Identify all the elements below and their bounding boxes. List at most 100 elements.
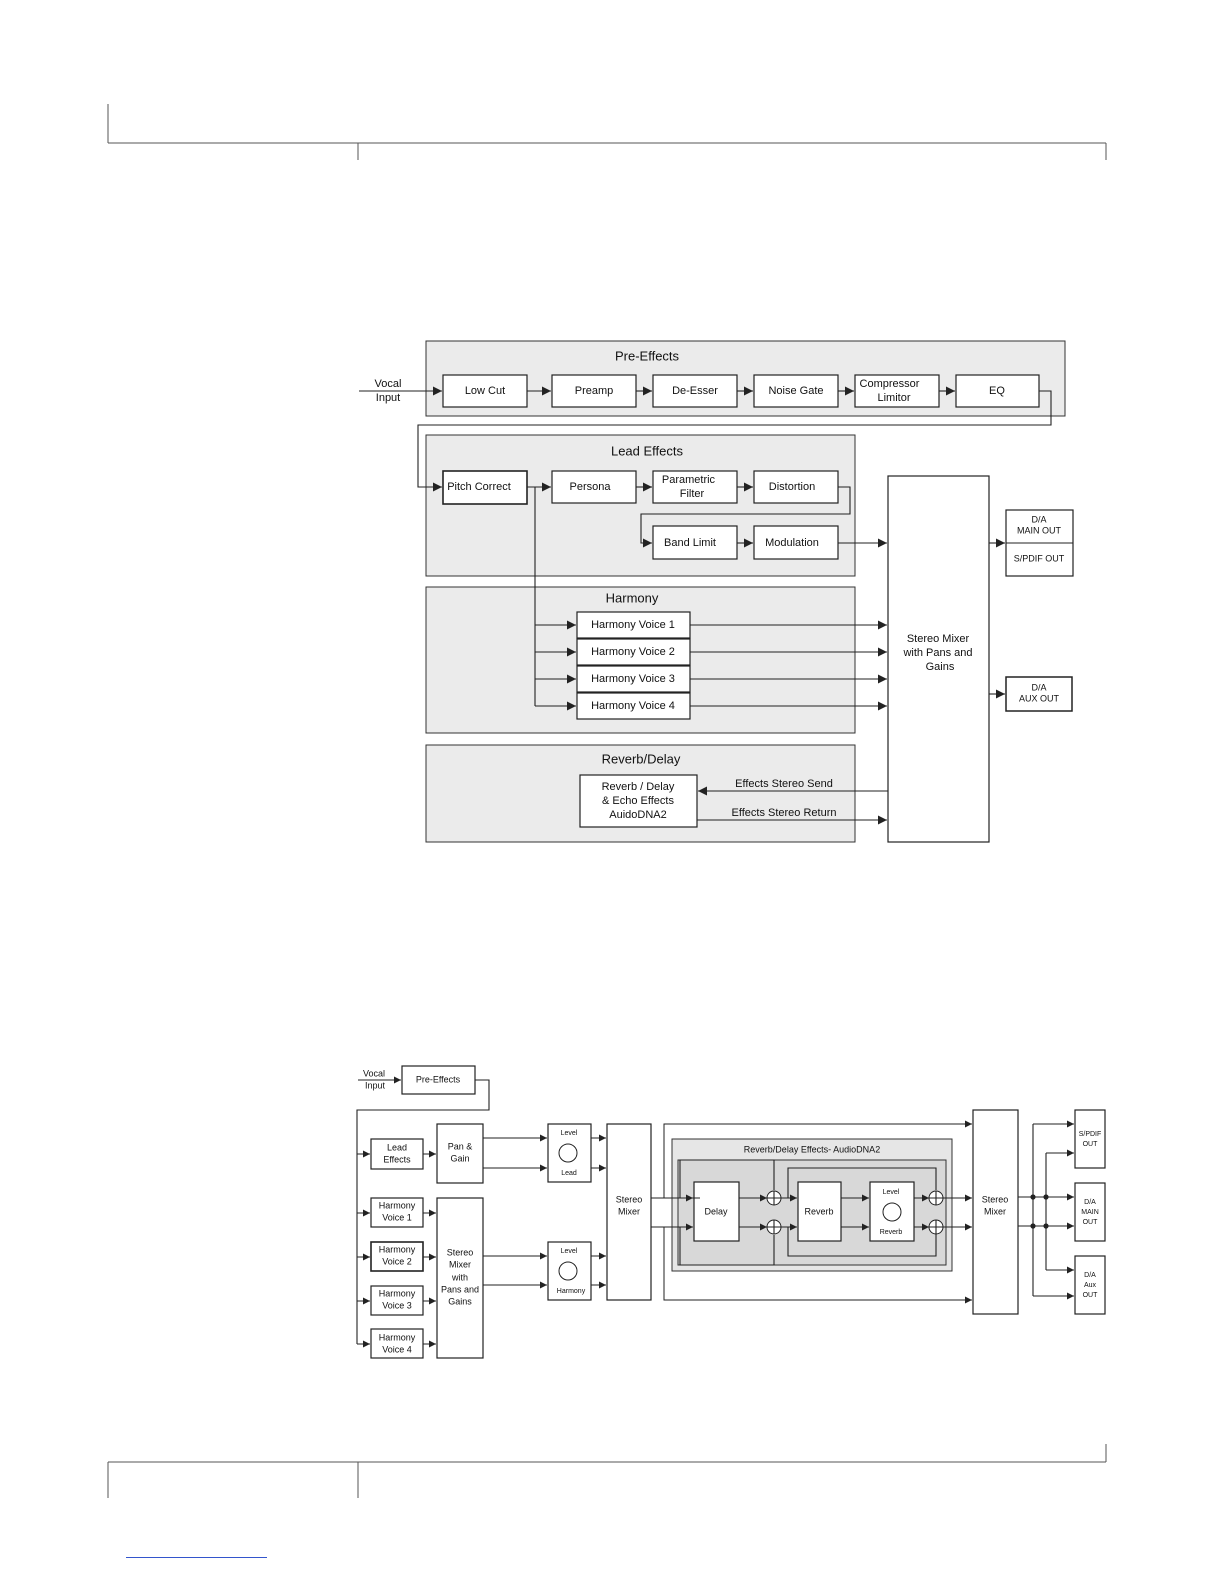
footer-rules xyxy=(107,1444,1107,1498)
d2-level-lead-bottom: Lead xyxy=(561,1170,577,1177)
vocal-input-label-line2: Input xyxy=(376,392,400,404)
reverb-delay-block-line1: Reverb / Delay xyxy=(602,781,675,793)
distortion-block xyxy=(753,470,839,504)
d2-harmony-voice-2-line2: Voice 2 xyxy=(382,1256,412,1266)
d2-harmony-voice-2-block xyxy=(370,1241,424,1272)
d2-aux-line3: OUT xyxy=(1083,1292,1099,1299)
d2-aux-out-block xyxy=(1074,1255,1106,1315)
d2-effects-group-title: Reverb/Delay Effects- AudioDNA2 xyxy=(744,1144,880,1154)
aux-out-block xyxy=(1005,676,1073,712)
d2-stereo-mixer-1-line1: Stereo xyxy=(616,1194,643,1204)
junction-dot-icon xyxy=(1030,1223,1036,1229)
d2-harmony-voice-3-line2: Voice 3 xyxy=(382,1300,412,1310)
d2-delay-block xyxy=(693,1181,740,1242)
d2-main-out-block xyxy=(1074,1182,1106,1242)
aux-out-line2: AUX OUT xyxy=(1019,693,1060,703)
parametric-label-line2: Filter xyxy=(680,488,705,500)
preamp-block xyxy=(551,374,637,408)
d2-harmony-mixer-line3: with xyxy=(451,1272,468,1282)
harmony-voice-4-label: Harmony Voice 4 xyxy=(591,700,675,712)
low-cut-block xyxy=(442,374,528,408)
harmony-voice-2-block xyxy=(576,638,691,666)
d2-aux-line2: Aux xyxy=(1084,1282,1097,1289)
de-esser-label: De-Esser xyxy=(672,385,718,397)
d2-pan-gain-line2: Gain xyxy=(450,1153,469,1163)
d2-harmony-voice-4-block xyxy=(370,1328,424,1359)
d2-aux-line1: D/A xyxy=(1084,1272,1096,1279)
d2-stereo-mixer-1-block xyxy=(606,1123,652,1301)
preamp-label: Preamp xyxy=(575,385,614,397)
modulation-label: Modulation xyxy=(765,537,819,549)
persona-block xyxy=(551,470,637,504)
d2-delay-label: Delay xyxy=(704,1206,728,1216)
d2-harmony-voice-2-line1: Harmony xyxy=(379,1244,416,1254)
d2-harmony-mixer-line5: Gains xyxy=(448,1296,472,1306)
d2-lead-effects-line1: Lead xyxy=(387,1142,407,1152)
low-cut-label: Low Cut xyxy=(465,385,505,397)
d2-harmony-voice-4-line1: Harmony xyxy=(379,1332,416,1342)
modulation-block xyxy=(753,525,839,560)
d2-main-line3: OUT xyxy=(1083,1219,1099,1226)
eq-label: EQ xyxy=(989,385,1005,397)
d2-pan-gain-line1: Pan & xyxy=(448,1141,473,1151)
harmony-voice-4-block xyxy=(576,692,691,720)
d2-pre-effects-block xyxy=(401,1065,476,1095)
stereo-mixer-line3: Gains xyxy=(926,661,955,673)
level-lead-knob-icon xyxy=(558,1143,578,1163)
reverb-delay-echo-block xyxy=(579,774,698,828)
d2-reverb-block xyxy=(797,1181,842,1242)
d2-level-reverb-top: Level xyxy=(883,1189,900,1196)
de-esser-block xyxy=(652,374,738,408)
level-harmony-knob-icon xyxy=(558,1261,578,1281)
d2-level-reverb-block xyxy=(869,1181,915,1242)
footer-link-underline[interactable] xyxy=(126,1557,267,1558)
d2-level-lead-top: Level xyxy=(561,1130,578,1137)
d2-harmony-mixer-line2: Mixer xyxy=(449,1259,471,1269)
d2-level-reverb-bottom: Reverb xyxy=(880,1229,903,1236)
d2-stereo-mixer-2-block xyxy=(972,1109,1019,1315)
pitch-correct-label: Pitch Correct xyxy=(447,481,511,493)
signal-flow-diagram: Pre-Effects Lead Effects Harmony Reverb/… xyxy=(359,340,1074,843)
d2-level-harmony-top: Level xyxy=(561,1248,578,1255)
d2-stereo-mixer-2-line1: Stereo xyxy=(982,1194,1009,1204)
spdif-out-label: S/PDIF OUT xyxy=(1014,553,1065,563)
effects-stereo-return-label: Effects Stereo Return xyxy=(732,807,837,819)
d2-spdif-out-block xyxy=(1074,1109,1106,1169)
compressor-label-line2: Limitor xyxy=(877,392,910,404)
effects-stereo-send-label: Effects Stereo Send xyxy=(735,778,833,790)
level-reverb-knob-icon xyxy=(882,1202,902,1222)
harmony-voice-3-block xyxy=(576,665,691,693)
d2-harmony-voice-1-line2: Voice 1 xyxy=(382,1212,412,1222)
header-rules xyxy=(107,104,1107,160)
main-out-line2: MAIN OUT xyxy=(1017,525,1062,535)
harmony-voice-2-label: Harmony Voice 2 xyxy=(591,646,675,658)
harmony-voice-3-label: Harmony Voice 3 xyxy=(591,673,675,685)
harmony-voice-1-label: Harmony Voice 1 xyxy=(591,619,675,631)
d2-stereo-mixer-2-line2: Mixer xyxy=(984,1206,1006,1216)
d2-vocal-input-line2: Input xyxy=(365,1080,386,1090)
d2-stereo-mixer-1-line2: Mixer xyxy=(618,1206,640,1216)
lead-effects-title: Lead Effects xyxy=(611,443,684,458)
compressor-limitor-label: Compressor Limitor xyxy=(860,378,923,404)
d2-lead-effects-line2: Effects xyxy=(383,1154,411,1164)
stereo-mixer-line2: with Pans and xyxy=(902,647,972,659)
stereo-mixer-line1: Stereo Mixer xyxy=(907,633,970,645)
d2-harmony-voice-1-line1: Harmony xyxy=(379,1200,416,1210)
parametric-filter-block xyxy=(652,470,738,504)
d2-pre-effects-label: Pre-Effects xyxy=(416,1074,461,1084)
main-out-line1: D/A xyxy=(1031,514,1046,524)
noise-gate-label: Noise Gate xyxy=(768,385,823,397)
d2-vocal-input-line1: Vocal xyxy=(363,1068,385,1078)
d2-harmony-mixer-line1: Stereo xyxy=(447,1247,474,1257)
d2-harmony-voice-4-line2: Voice 4 xyxy=(382,1344,412,1354)
harmony-voice-1-block xyxy=(576,611,691,639)
stereo-mixer-block xyxy=(887,475,990,843)
d2-harmony-mixer-block xyxy=(436,1197,484,1359)
d2-reverb-label: Reverb xyxy=(804,1206,833,1216)
effects-routing-diagram: Vocal Input Pre-Effects Lead Effects Har… xyxy=(356,1065,1106,1359)
eq-block xyxy=(955,374,1040,408)
parametric-filter-label: Parametric Filter xyxy=(662,474,718,500)
d2-harmony-voice-3-block xyxy=(370,1285,424,1316)
noise-gate-block xyxy=(753,374,839,408)
